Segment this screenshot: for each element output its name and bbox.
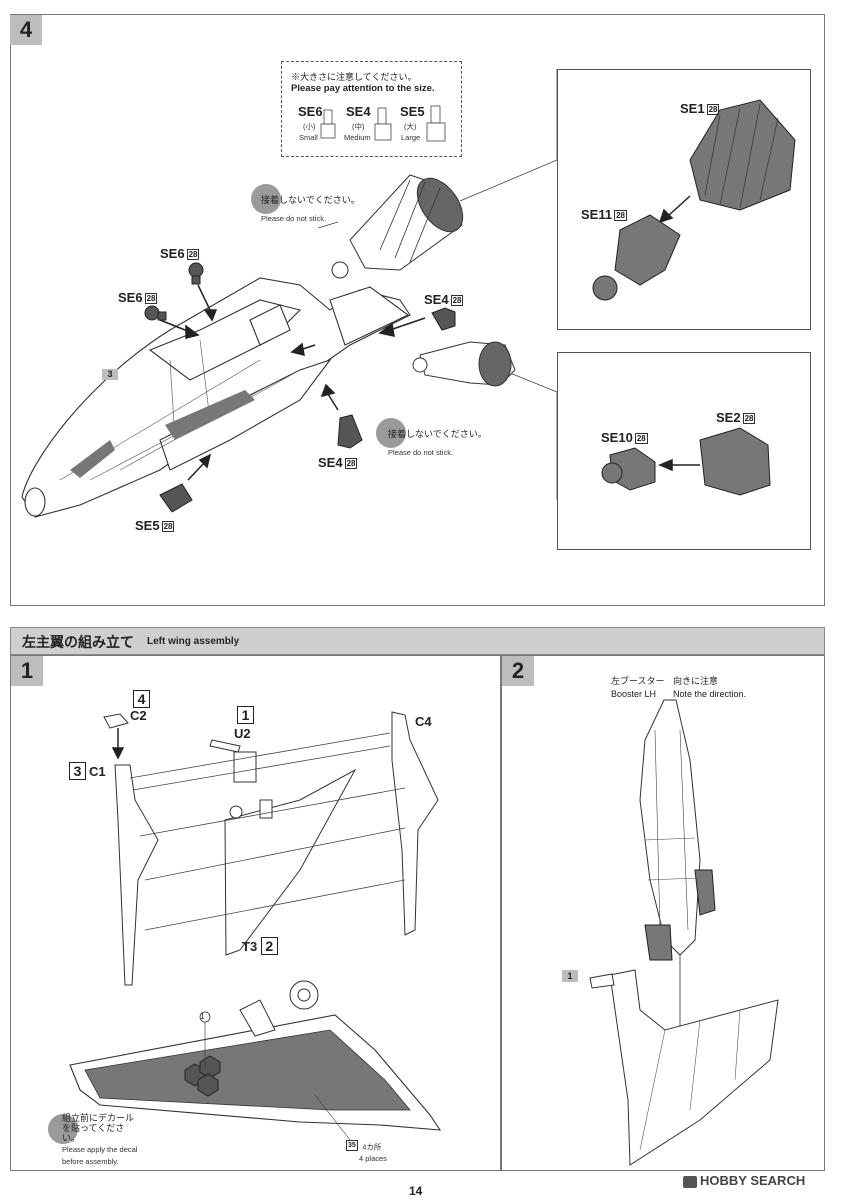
part-c2: C2 [130,708,147,723]
watermark-logo-icon [683,1175,697,1188]
part-t3: T3 2 [242,937,281,955]
step4-number: 4 [10,15,42,45]
no-glue-jp: 接着しないでください。 [261,195,360,205]
no-glue-en: Please do not stick. [261,214,327,223]
size-se5-jp: (大) [404,122,417,131]
size-se6-label: SE6 [298,104,323,119]
decal-seal-icon [48,1114,78,1144]
size-se6-en: Small [299,133,318,142]
direction-label: 向きに注意 Note the direction. [673,676,747,699]
page-number: 14 [409,1184,423,1198]
no-glue-note-lower: 接着しないでください。 Please do not stick. [376,418,487,460]
no-glue-en: Please do not stick. [388,448,454,457]
step1-number: 1 [11,656,43,686]
size-note-box [281,61,462,157]
size-se4-jp: (中) [352,122,365,131]
size-se4-label: SE4 [346,104,371,119]
part-c2-num: 4 [133,690,153,709]
decal-note: 組立前にデカールを貼ってください。 Please apply the decal… [62,1113,138,1166]
step2-sub-ref-badge: 1 [562,970,578,982]
decal-circle-number: 1 [200,1012,205,1021]
part-u2: U2 [234,726,251,741]
section-header [10,627,825,655]
booster-label: 左ブースター Booster LH [611,676,665,699]
no-glue-jp: 接着しないでください。 [388,429,487,439]
part-u2-num: 1 [237,706,257,725]
size-se6-jp: (小) [303,122,316,131]
no-glue-seal-icon [376,418,406,448]
section-title-en: Left wing assembly [147,636,240,647]
section-title-jp: 左主翼の組み立て [22,634,134,650]
size-note-en: Please pay attention to the size. [291,83,435,94]
step2-number: 2 [502,656,534,686]
size-se4-en: Medium [344,133,371,142]
size-se5-label: SE5 [400,104,425,119]
part-c4: C4 [415,714,432,729]
no-glue-note-upper: 接着しないでください。 Please do not stick. [251,184,360,226]
step4-drawing [21,69,796,518]
places-note: 35 4カ所 4 places [346,1140,387,1163]
watermark: HOBBY SEARCH [683,1173,805,1188]
size-se5-en: Large [401,133,421,142]
size-note-jp: ※大きさに注意してください。 [291,72,417,82]
no-glue-seal-icon [251,184,281,214]
sub-ref-badge: 3 [102,369,118,380]
